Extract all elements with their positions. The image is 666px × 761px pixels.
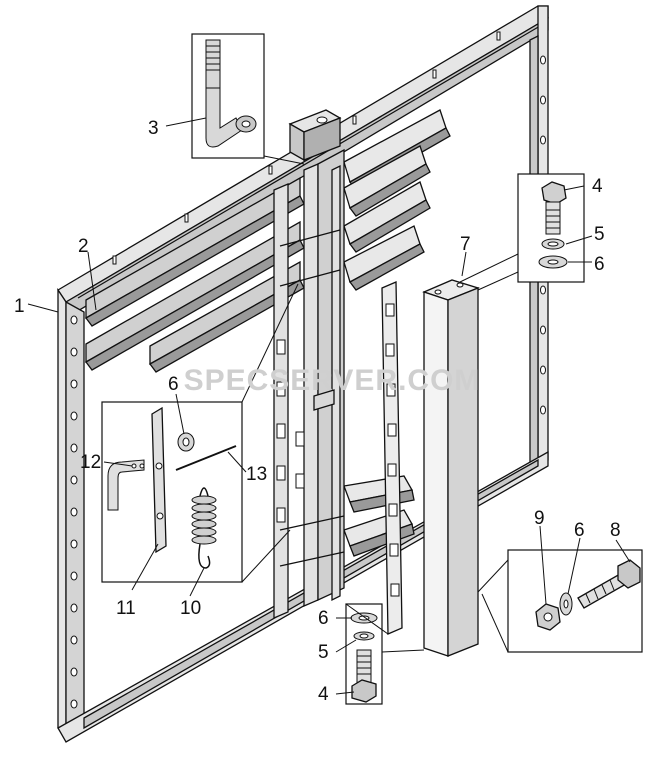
callout-6-right: 6: [574, 520, 585, 541]
louver-blade-4: [343, 225, 425, 291]
detail-box-spring: [101, 401, 243, 583]
callout-10: 10: [180, 598, 201, 619]
louver-blade-1: [85, 109, 451, 327]
callout-1: 1: [14, 296, 25, 317]
callout-9: 9: [534, 508, 545, 529]
lock-washer-5-bottom: [353, 631, 375, 641]
callout-2: 2: [78, 236, 89, 257]
spring-10: [191, 487, 217, 569]
louver-blade-2: [85, 145, 431, 371]
detail-box-bolt-8: [507, 549, 643, 653]
louver-blades: [85, 109, 451, 557]
louver-blade-3: [149, 181, 431, 373]
detail-box-3: [191, 33, 265, 159]
hook-12: [107, 459, 145, 511]
callout-11: 11: [116, 598, 136, 619]
plate-11: [151, 406, 167, 554]
flat-washer-6-top: [538, 255, 568, 269]
loose-link-bar: [381, 281, 403, 635]
cover-plate: [422, 279, 480, 657]
callout-5-bottom: 5: [318, 642, 329, 663]
callout-6-bottom: 6: [318, 608, 329, 629]
l-bolt-3: [205, 39, 257, 148]
pin-13: [175, 445, 237, 471]
washer-6-right: [559, 592, 573, 616]
callout-4-bottom: 4: [318, 684, 329, 705]
callout-6-detail: 6: [168, 374, 179, 395]
lock-washer-5-top: [541, 238, 565, 250]
callout-3: 3: [148, 118, 159, 139]
watermark: SPECSERVER.COM: [184, 364, 481, 397]
callout-labels: 1 2 3 4 5 6 7 6 12 13 11 10 9 6 8 6 5 4: [14, 118, 621, 705]
leader-lines: [27, 117, 631, 695]
hex-bolt-4-top: [541, 181, 567, 235]
hex-bolt-4-bottom: [351, 649, 377, 703]
washer-6-detail: [177, 432, 195, 452]
linkage-bars: [273, 148, 345, 619]
callout-8: 8: [610, 520, 621, 541]
flat-washer-6-bottom: [350, 612, 378, 624]
callout-12: 12: [80, 452, 101, 473]
pivot-block: [288, 109, 342, 162]
detail-box-456-top: [517, 173, 585, 283]
hex-bolt-8: [577, 559, 641, 609]
detail-box-456-bottom: [345, 603, 383, 705]
callout-13: 13: [246, 464, 267, 485]
callout-6-top: 6: [594, 254, 605, 275]
callout-7: 7: [460, 234, 471, 255]
callout-4-top: 4: [592, 176, 603, 197]
louver-blade-lower-a: [343, 475, 415, 513]
callout-5-top: 5: [594, 224, 605, 245]
